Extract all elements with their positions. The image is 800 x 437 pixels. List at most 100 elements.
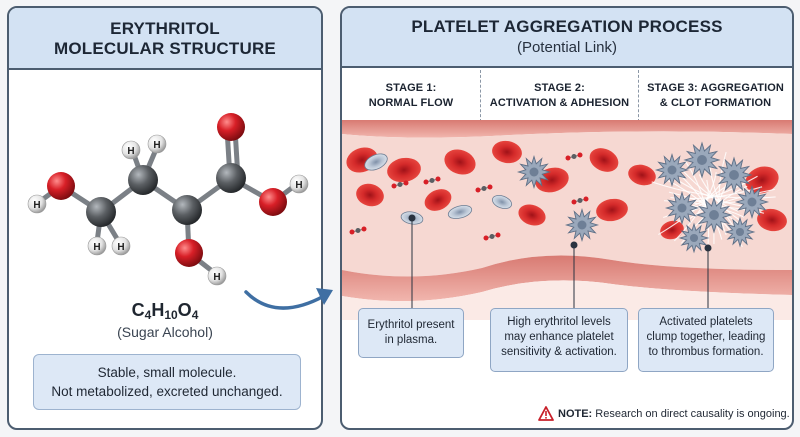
resting-platelet — [447, 205, 473, 219]
fibrin-strand — [673, 172, 717, 242]
pointer-dot — [704, 244, 712, 252]
hydrogen-atom — [207, 266, 227, 286]
molecule-info-box: Stable, small molecule. Not metabolized,… — [33, 354, 301, 410]
resting-platelet — [364, 153, 388, 171]
stage-2-heading: STAGE 2: ACTIVATION & ADHESION — [480, 70, 638, 122]
stage-3-heading: STAGE 3: AGGREGATION & CLOT FORMATION — [638, 70, 792, 122]
hydrogen-label: H — [213, 272, 220, 283]
note-label: NOTE: — [558, 408, 593, 420]
warning-icon — [538, 406, 554, 421]
formula-oxygen-count: 4 — [191, 308, 199, 322]
resting-platelets — [364, 153, 513, 225]
oxygen-atom — [217, 113, 245, 141]
callout-3-line3: to thrombus formation. — [648, 346, 764, 358]
callout-stage-2: High erythritol levels may enhance plate… — [490, 308, 628, 372]
red-blood-cell — [518, 204, 546, 226]
research-note: NOTE: Research on direct causality is on… — [538, 406, 790, 421]
molecular-formula: C4H10O4 — [9, 300, 321, 322]
hydrogen-atom — [289, 174, 309, 194]
vessel-wall-top — [342, 120, 792, 138]
note-text: Research on direct causality is ongoing. — [592, 408, 790, 420]
red-blood-cell — [444, 149, 476, 175]
red-blood-cell — [660, 220, 684, 240]
red-blood-cells — [346, 140, 787, 240]
callout-2-line1: High erythritol levels — [507, 316, 611, 328]
oxygen-atom — [175, 239, 203, 267]
oxygen-atom — [259, 188, 287, 216]
fibrin-strand — [718, 151, 727, 236]
hydrogen-label: H — [117, 242, 124, 253]
hydrogen-atom — [147, 134, 167, 154]
erythritol-particle — [423, 176, 441, 185]
hydrogen-atom — [111, 236, 131, 256]
molecule-title-line2: MOLECULAR STRUCTURE — [54, 39, 276, 58]
vessel-wall-bottom — [342, 255, 792, 302]
callout-pointers — [411, 218, 709, 308]
platelet-panel: PLATELET AGGREGATION PROCESS (Potential … — [340, 6, 794, 430]
red-blood-cell — [596, 198, 628, 222]
callout-2-line3: sensitivity & activation. — [501, 346, 617, 358]
erythritol-particle — [349, 226, 367, 235]
red-blood-cell — [387, 157, 421, 183]
resting-platelet — [491, 195, 513, 209]
molecule-panel: ERYTHRITOL MOLECULAR STRUCTURE — [7, 6, 323, 430]
red-blood-cell — [745, 166, 779, 194]
stage-3-line1: STAGE 3: AGGREGATION — [647, 82, 784, 94]
stage-1-heading: STAGE 1: NORMAL FLOW — [342, 70, 480, 122]
formula-hydrogen-count: 10 — [164, 308, 178, 322]
callout-stage-3: Activated platelets clump together, lead… — [638, 308, 774, 372]
stage-3-line2: & CLOT FORMATION — [659, 97, 772, 109]
red-blood-cell — [628, 164, 656, 186]
red-blood-cell — [757, 208, 787, 232]
erythritol-particle — [483, 232, 501, 241]
red-blood-cell — [424, 189, 452, 211]
callout-3-line1: Activated platelets — [659, 316, 753, 328]
activated-platelets — [516, 141, 770, 254]
hydrogen-label: H — [295, 180, 302, 191]
platelet-title: PLATELET AGGREGATION PROCESS — [411, 17, 723, 36]
molecule-atoms: H H H H H H H — [27, 113, 309, 286]
hydrogen-atom — [121, 140, 141, 160]
info-line-1: Stable, small molecule. — [97, 365, 237, 380]
stage-1-line1: STAGE 1: — [385, 82, 437, 94]
callout-3-line2: clump together, leading — [646, 331, 766, 343]
stage-2-line2: ACTIVATION & ADHESION — [489, 97, 630, 109]
erythritol-particles — [349, 152, 589, 241]
red-blood-cell — [356, 183, 384, 207]
oxygen-atom — [47, 172, 75, 200]
stage-1-line2: NORMAL FLOW — [368, 97, 454, 109]
platelet-subtitle: (Potential Link) — [516, 39, 618, 56]
hydrogen-atom — [87, 236, 107, 256]
erythritol-particle — [475, 184, 493, 193]
formula-note: (Sugar Alcohol) — [117, 324, 213, 340]
hydrogen-label: H — [33, 200, 40, 211]
hydrogen-label: H — [153, 140, 160, 151]
hydrogen-label: H — [127, 146, 134, 157]
callout-1-line2: in plasma. — [384, 334, 438, 346]
formula-hydrogen: H — [151, 300, 165, 320]
erythritol-particle — [565, 152, 583, 161]
hydrogen-atom — [27, 194, 47, 214]
red-blood-cell — [492, 140, 522, 164]
carbon-atom — [128, 165, 158, 195]
molecule-panel-header: ERYTHRITOL MOLECULAR STRUCTURE — [9, 8, 321, 70]
pointer-dot — [408, 214, 416, 222]
hydrogen-label: H — [93, 242, 100, 253]
pointer-dot — [570, 241, 578, 249]
callout-2-line2: may enhance platelet — [504, 331, 614, 343]
vessel-lumen — [342, 131, 792, 277]
molecule-title-line1: ERYTHRITOL — [110, 19, 220, 38]
erythritol-particle — [391, 180, 409, 189]
callout-1-line1: Erythritol present — [367, 319, 455, 331]
info-line-2: Not metabolized, excreted unchanged. — [51, 384, 283, 399]
molecule-bonds — [36, 126, 300, 277]
formula-carbon-count: 4 — [144, 308, 152, 322]
red-blood-cell — [589, 148, 619, 172]
callout-stage-1: Erythritol present in plasma. — [358, 308, 464, 358]
formula-oxygen: O — [177, 300, 192, 320]
erythritol-molecule: H H H H H H H — [27, 113, 309, 286]
carbon-atom — [172, 195, 202, 225]
fibrin-strand — [673, 177, 744, 207]
formula-carbon: C — [131, 300, 145, 320]
stage-2-line1: STAGE 2: — [534, 82, 585, 94]
